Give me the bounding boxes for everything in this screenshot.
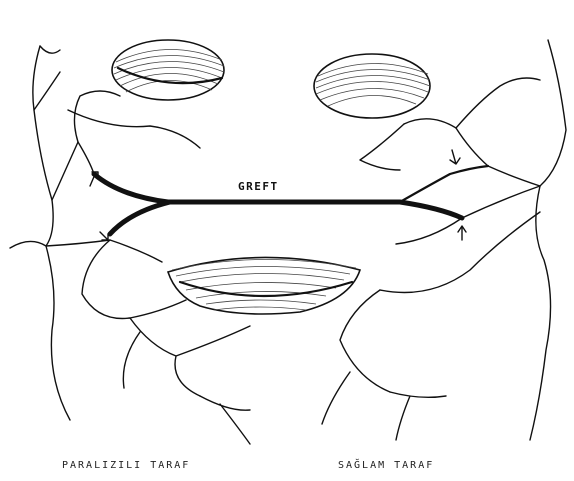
arrow-right-lower — [458, 226, 466, 240]
healthy-side-label: SAĞLAM TARAF — [338, 460, 434, 471]
paralyzed-side-label: PARALIZILI TARAF — [62, 460, 190, 471]
arrow-left-lower — [100, 232, 108, 240]
left-nerve-branches — [10, 46, 250, 444]
left-eye — [112, 40, 224, 100]
right-eye — [314, 54, 430, 118]
nerve-graft — [94, 166, 488, 234]
arrow-right-upper — [450, 150, 460, 164]
graft-label: GREFT — [238, 180, 279, 193]
right-nerve-branches — [322, 40, 566, 440]
mouth — [168, 257, 360, 314]
